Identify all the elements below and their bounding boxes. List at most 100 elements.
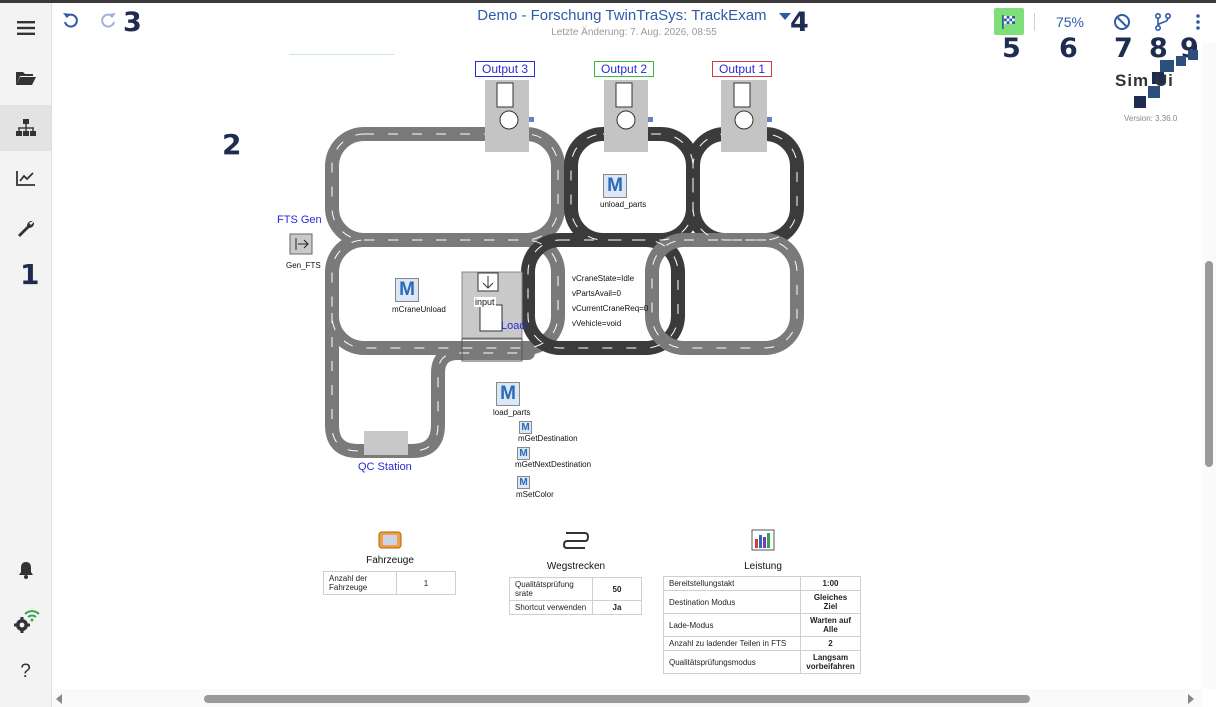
row-label: Bereitstellungstakt [663, 576, 801, 591]
more-options-button[interactable] [1188, 11, 1208, 33]
row-value[interactable]: Warten auf Alle [800, 613, 861, 637]
annotation-marker-8: 8 [1149, 33, 1168, 64]
method-icon[interactable]: M [517, 476, 530, 489]
zoom-level[interactable]: 75% [1055, 14, 1085, 30]
row-value[interactable]: 50 [592, 577, 642, 601]
stop-button[interactable] [1111, 11, 1133, 33]
wegstrecken-table: Qualitätsprüfung srate 50 Shortcut verwe… [509, 577, 642, 615]
sitemap-icon [15, 119, 36, 136]
row-value[interactable]: 2 [800, 636, 861, 651]
page-title-text: Demo - Forschung TwinTraSys: TrackExam [477, 7, 767, 24]
method-label: mSetColor [516, 490, 554, 499]
method-label: mGetNextDestination [515, 460, 592, 469]
hierarchy-button[interactable] [0, 105, 51, 151]
qc-station-label[interactable]: QC Station [358, 461, 412, 473]
scroll-left-icon[interactable] [56, 694, 62, 704]
crane-load-label: Load [501, 320, 526, 332]
method-icon[interactable]: M [517, 447, 530, 460]
model-canvas[interactable]: 2 Sim Ui Version: 3.36.0 [52, 43, 1202, 689]
header: 3 Demo - Forschung TwinTraSys: TrackExam… [52, 3, 1216, 62]
annotation-marker-3: 3 [123, 7, 142, 38]
table-row[interactable]: Anzahl der Fahrzeuge 1 [323, 571, 456, 595]
qc-station-block [364, 431, 408, 455]
fahrzeuge-table: Anzahl der Fahrzeuge 1 [323, 571, 456, 595]
page-title[interactable]: Demo - Forschung TwinTraSys: TrackExam [52, 7, 1216, 24]
wrench-icon [17, 220, 34, 237]
run-flag-button[interactable] [994, 8, 1024, 35]
statistics-button[interactable] [0, 155, 51, 201]
row-value[interactable]: Langsam vorbeifahren [800, 650, 861, 674]
variable-item[interactable]: vVehicle=void [572, 319, 622, 328]
undo-button[interactable] [60, 9, 82, 31]
vertical-scrollbar[interactable] [1202, 43, 1216, 689]
variable-item[interactable]: vCurrentCraneReq=0 [572, 304, 649, 313]
row-label: Destination Modus [663, 590, 801, 614]
variables-list: vCraneState=Idle vPartsAvail=0 vCurrentC… [572, 271, 648, 331]
table-row[interactable]: Shortcut verwenden Ja [509, 600, 642, 615]
scroll-right-icon[interactable] [1188, 694, 1194, 704]
git-branch-icon [1155, 13, 1171, 31]
branch-button[interactable] [1152, 11, 1174, 33]
tools-button[interactable] [0, 205, 51, 251]
help-button[interactable]: ? [0, 649, 51, 695]
header-divider [1034, 13, 1035, 31]
gen-fts-arrow [295, 238, 309, 250]
bell-icon [18, 562, 33, 579]
vehicle-icon [378, 531, 402, 549]
crane-load-box [479, 304, 503, 332]
folder-open-icon [15, 72, 36, 85]
selection-line [289, 54, 394, 55]
annotation-marker-6: 6 [1059, 33, 1078, 64]
output-station-3 [485, 80, 534, 152]
gen-fts-label[interactable]: Gen_FTS [286, 261, 321, 270]
caret-down-icon[interactable] [778, 12, 791, 20]
wegstrecken-title: Wegstrecken [546, 561, 606, 572]
checkered-flag-icon [1002, 14, 1015, 29]
hamburger-icon [16, 21, 35, 35]
track-network [289, 80, 804, 458]
row-value[interactable]: 1:00 [800, 576, 861, 591]
menu-button[interactable] [0, 5, 51, 51]
horizontal-scrollbar[interactable] [52, 689, 1202, 707]
row-label: Shortcut verwenden [509, 600, 593, 615]
output-3-label[interactable]: Output 3 [475, 61, 536, 77]
row-value[interactable]: Ja [592, 600, 642, 615]
crane-input-label: input [474, 297, 496, 307]
sidebar: 1 ? [0, 3, 52, 707]
method-icon[interactable]: M [519, 421, 532, 434]
row-label: Qualitätsprüfung srate [509, 577, 593, 601]
vertical-ellipsis-icon [1196, 14, 1200, 30]
notifications-button[interactable] [0, 547, 51, 593]
annotation-marker-4: 4 [790, 7, 809, 38]
bar-chart-icon [751, 529, 775, 551]
variable-item[interactable]: vCraneState=Idle [572, 274, 635, 283]
vertical-scroll-thumb[interactable] [1205, 261, 1213, 467]
output-1-label[interactable]: Output 1 [712, 61, 773, 77]
crane-unload-method-icon[interactable]: M [395, 278, 419, 302]
row-value[interactable]: Gleiches Ziel [800, 590, 861, 614]
row-label: Anzahl zu ladender Teilen in FTS [663, 636, 801, 651]
unload-parts-method-icon[interactable]: M [603, 174, 627, 198]
window-top-border [0, 0, 1216, 3]
gear-wifi-icon [13, 610, 40, 633]
fahrzeuge-title: Fahrzeuge [366, 555, 414, 566]
load-parts-label: load_parts [493, 408, 531, 417]
method-label: mGetDestination [518, 434, 578, 443]
connection-settings-button[interactable] [0, 597, 51, 643]
table-row[interactable]: Qualitätsprüfung srate 50 [509, 577, 642, 601]
row-value[interactable]: 1 [396, 571, 456, 595]
redo-icon [101, 13, 116, 28]
horizontal-scroll-thumb[interactable] [204, 695, 1030, 703]
open-button[interactable] [0, 55, 51, 101]
load-parts-method-icon[interactable]: M [496, 382, 520, 406]
output-2-label[interactable]: Output 2 [594, 61, 655, 77]
redo-button[interactable] [97, 9, 119, 31]
logo-text: Sim Ui [1115, 71, 1174, 90]
variable-item[interactable]: vPartsAvail=0 [572, 289, 621, 298]
